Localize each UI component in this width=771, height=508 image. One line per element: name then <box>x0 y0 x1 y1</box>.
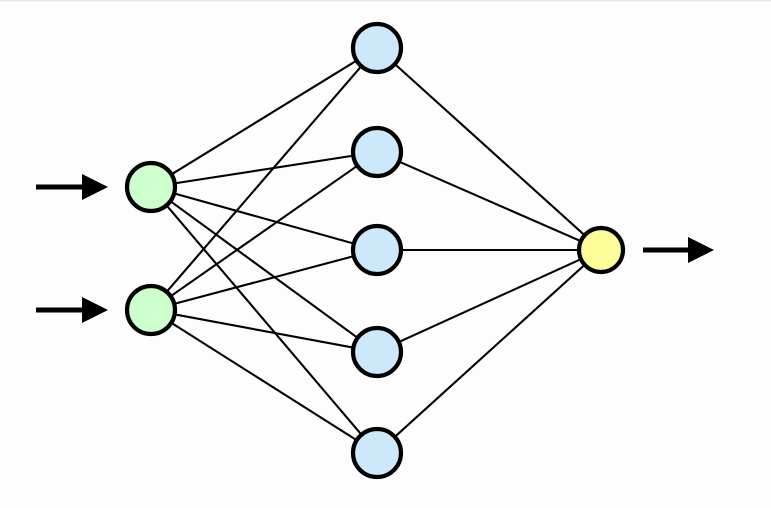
output-arrow-head <box>688 237 714 263</box>
edge-h1-o1 <box>393 62 587 237</box>
input-arrow-top-head <box>82 174 108 200</box>
edge-i1-h1 <box>170 59 358 176</box>
edge-i2-h3 <box>172 254 356 306</box>
node-h2[interactable] <box>350 125 404 179</box>
node-h1[interactable] <box>350 21 404 75</box>
edge-i2-h1 <box>165 64 363 294</box>
edge-h5-o1 <box>393 263 587 439</box>
edge-i2-h5 <box>169 321 359 442</box>
edge-i1-h5 <box>165 203 363 437</box>
input-arrow-bottom-head <box>82 297 108 323</box>
top-divider-rule <box>0 0 771 2</box>
edge-i1-h2 <box>173 154 355 185</box>
node-i2[interactable] <box>124 283 178 337</box>
edge-i1-h4 <box>168 199 360 340</box>
edge-i1-h3 <box>172 192 356 245</box>
node-i1[interactable] <box>124 160 178 214</box>
node-o1[interactable] <box>576 225 626 275</box>
edge-h4-o1 <box>397 257 583 344</box>
node-h3[interactable] <box>350 223 404 277</box>
node-h5[interactable] <box>350 426 404 480</box>
node-h4[interactable] <box>350 325 404 379</box>
edge-i2-h2 <box>169 164 359 298</box>
edge-i2-h4 <box>173 313 355 349</box>
arrows-group <box>36 174 714 323</box>
nodes-group <box>124 21 626 480</box>
edges-group <box>165 59 587 442</box>
edge-h2-o1 <box>397 160 583 243</box>
